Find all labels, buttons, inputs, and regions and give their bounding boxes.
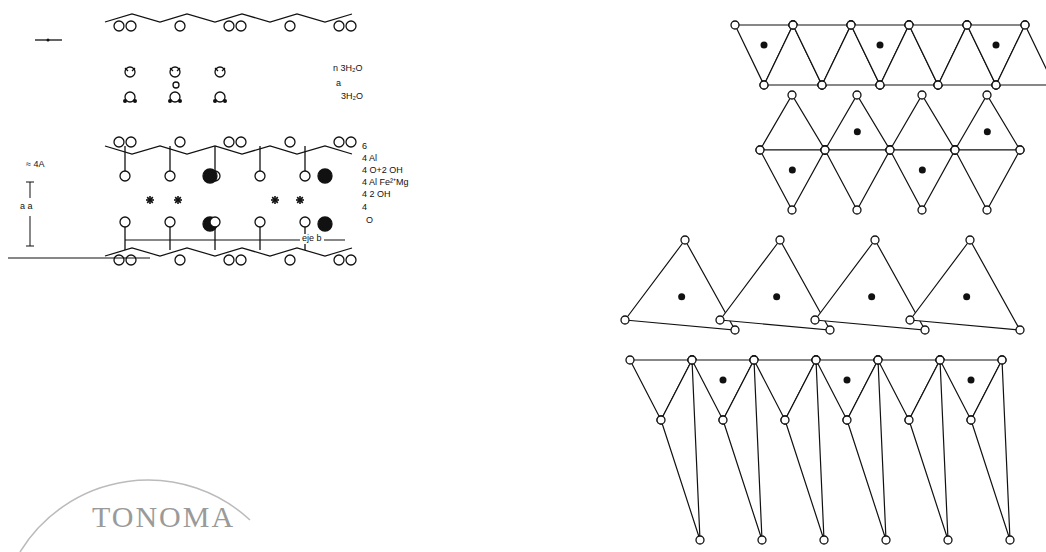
layer-label: eje b — [300, 234, 324, 244]
layer-label: 4 — [362, 203, 367, 213]
layer-label: 6 — [362, 142, 367, 152]
layer-label: a — [336, 79, 341, 89]
schematic-layers — [8, 14, 356, 265]
watermark: TONOMA — [92, 500, 235, 533]
layer-label: ≈ 4A — [26, 160, 44, 170]
layer-label: a a — [20, 202, 33, 212]
layer-label: 4 2 OH — [362, 190, 391, 200]
layer-label: 4 O+2 OH — [362, 166, 403, 176]
layer-label: 4 Al — [362, 154, 377, 164]
layer-label: n 3H₂O — [333, 64, 363, 74]
seal-arc — [20, 480, 250, 552]
layer-label: 3H₂O — [341, 92, 363, 102]
polyhedral-model — [621, 21, 1046, 544]
layer-label: O — [366, 216, 373, 226]
layer-label: 4 Al Fe²⁺Mg — [362, 178, 409, 188]
